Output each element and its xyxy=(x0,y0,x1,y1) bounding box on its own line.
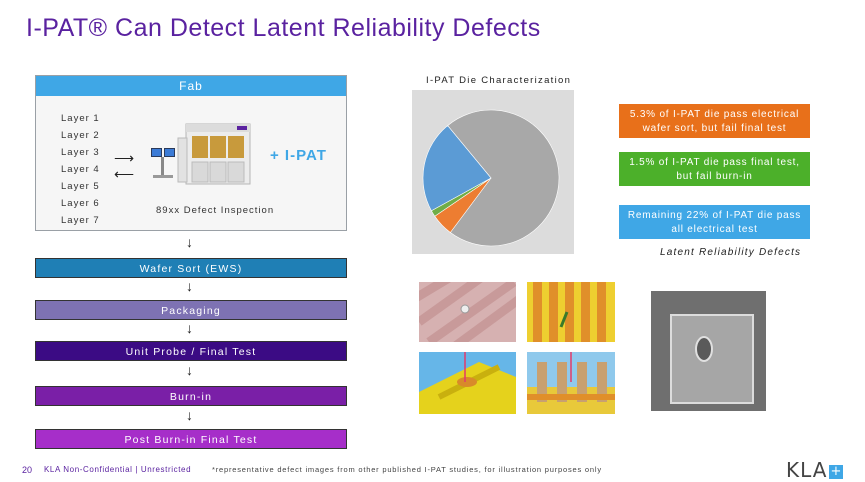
arrow-down-icon: ↓ xyxy=(186,407,193,423)
inspection-label: 89xx Defect Inspection xyxy=(156,205,275,216)
ipat-label: + I-PAT xyxy=(270,147,327,164)
arrow-down-icon: ↓ xyxy=(186,320,193,336)
stage-packaging: Packaging xyxy=(35,300,347,320)
kla-logo: KLA+ xyxy=(786,458,844,482)
layer-label: Layer 1 xyxy=(61,113,100,124)
pie-slice xyxy=(447,109,560,247)
defect-image-4 xyxy=(527,352,615,414)
layer-label: Layer 2 xyxy=(61,130,100,141)
footnote: *representative defect images from other… xyxy=(212,465,602,474)
latent-defects-label: Latent Reliability Defects xyxy=(660,247,802,258)
logo-text: KLA xyxy=(786,458,828,482)
defect-image-3 xyxy=(419,352,516,414)
plus-icon: + xyxy=(829,464,844,479)
page-title: I-PAT® Can Detect Latent Reliability Def… xyxy=(26,14,541,42)
arrow-down-icon: ↓ xyxy=(186,362,193,378)
layer-label: Layer 5 xyxy=(61,181,100,192)
stage-unit-probe: Unit Probe / Final Test xyxy=(35,341,347,361)
chart-title: I-PAT Die Characterization xyxy=(426,75,572,86)
stage-wafer-sort: Wafer Sort (EWS) xyxy=(35,258,347,278)
layer-label: Layer 3 xyxy=(61,147,100,158)
layer-label: Layer 7 xyxy=(61,215,100,226)
page-number: 20 xyxy=(22,465,33,475)
stage-post-burn-in: Post Burn-in Final Test xyxy=(35,429,347,449)
fab-header: Fab xyxy=(36,76,346,96)
arrow-right-icon: ⟶ xyxy=(114,150,135,166)
callout-fail-burn-in: 1.5% of I-PAT die pass final test, but f… xyxy=(619,152,810,186)
arrow-down-icon: ↓ xyxy=(186,278,193,294)
callout-fail-final-test: 5.3% of I-PAT die pass electrical wafer … xyxy=(619,104,810,138)
layer-label: Layer 6 xyxy=(61,198,100,209)
callout-pass-all: Remaining 22% of I-PAT die pass all elec… xyxy=(619,205,810,239)
arrow-left-icon: ⟵ xyxy=(114,166,135,182)
defect-image-1 xyxy=(419,282,516,342)
defect-image-2 xyxy=(527,282,615,342)
layer-label: Layer 4 xyxy=(61,164,100,175)
inspection-tool-image xyxy=(151,123,251,185)
defect-sem-image xyxy=(651,291,766,411)
pie-chart xyxy=(422,109,560,247)
stage-burn-in: Burn-in xyxy=(35,386,347,406)
classification-label: KLA Non-Confidential | Unrestricted xyxy=(44,465,192,474)
arrow-down-icon: ↓ xyxy=(186,234,193,250)
pie-slice xyxy=(422,125,492,212)
